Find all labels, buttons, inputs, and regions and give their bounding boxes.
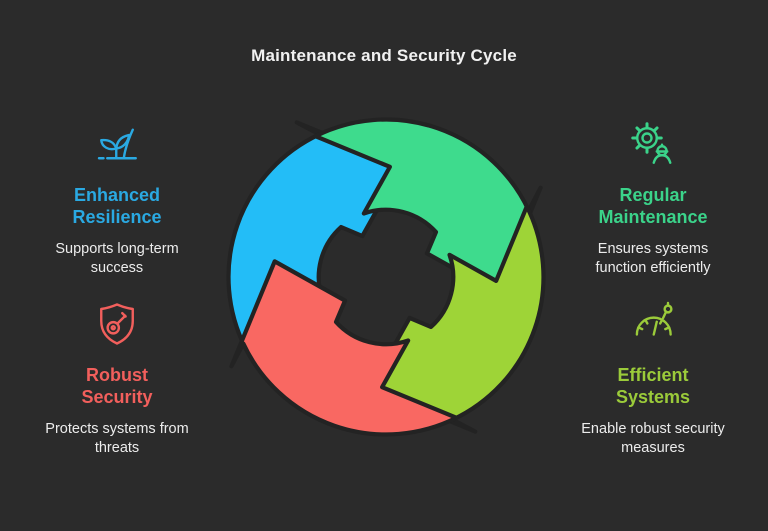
heading-line: Maintenance	[598, 207, 708, 227]
panel-heading: Efficient Systems	[583, 364, 723, 408]
sprout-icon	[97, 128, 137, 160]
page-title: Maintenance and Security Cycle	[251, 46, 517, 65]
heading-line: Systems	[615, 387, 691, 407]
shield-key-icon	[100, 303, 134, 345]
gear-worker-icon	[631, 122, 672, 164]
heading-line: Regular	[619, 185, 687, 205]
panel-description: Ensures systems function efficiently	[595, 241, 711, 276]
gauge-icon	[635, 301, 673, 336]
cycle-diagram	[176, 67, 596, 487]
panel-description: Protects systems from threats	[45, 421, 189, 456]
panel-efficient-systems: Efficient Systems Enable robust security…	[553, 300, 753, 458]
panel-heading: Enhanced Resilience	[47, 184, 187, 228]
heading-line: Enhanced	[73, 185, 161, 205]
heading-line: Efficient	[617, 365, 689, 385]
heading-line: Robust	[86, 365, 148, 385]
panel-robust-security: Robust Security Protects systems from th…	[17, 300, 217, 458]
panel-regular-maintenance: Regular Maintenance Ensures systems func…	[553, 120, 753, 278]
panel-enhanced-resilience: Enhanced Resilience Supports long-term s…	[17, 120, 217, 278]
panel-heading: Robust Security	[47, 364, 187, 408]
panel-heading: Regular Maintenance	[583, 184, 723, 228]
panel-description: Supports long-term success	[55, 241, 179, 276]
panel-description: Enable robust security measures	[581, 421, 725, 456]
heading-line: Resilience	[72, 207, 162, 227]
heading-line: Security	[81, 387, 153, 407]
